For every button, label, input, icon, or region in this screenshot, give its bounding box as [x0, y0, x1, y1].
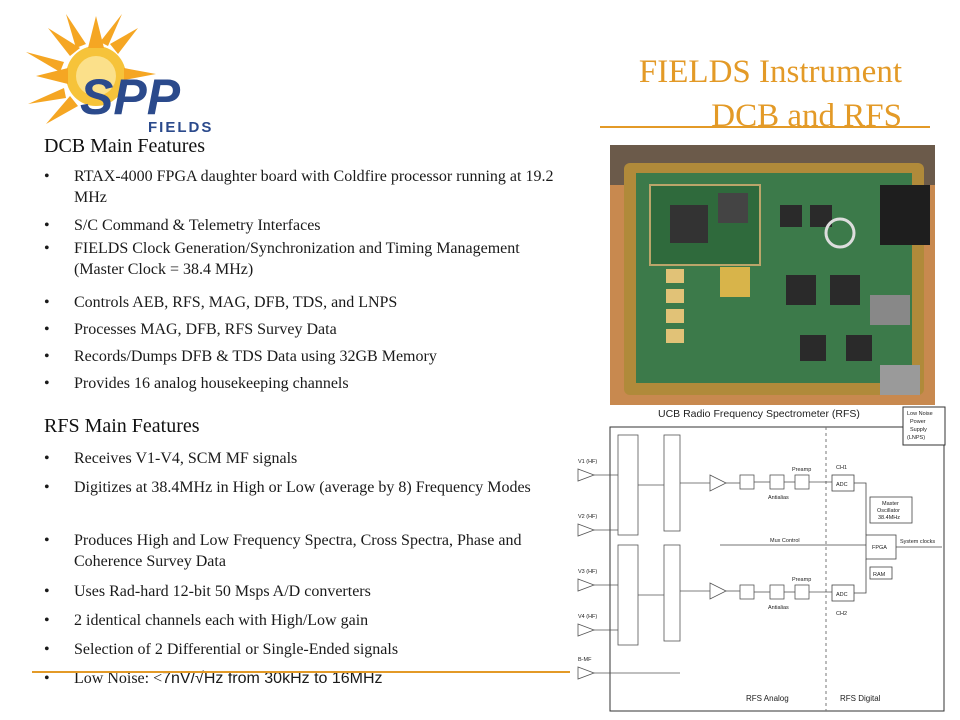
- lnps-line-3: Supply: [910, 427, 927, 433]
- title-divider: [600, 126, 930, 128]
- diagram-title: UCB Radio Frequency Spectrometer (RFS): [658, 408, 860, 420]
- low-noise-value: 7nV/√Hz from 30kHz to 16MHz: [162, 670, 383, 687]
- dcb-heading: DCB Main Features: [44, 135, 206, 157]
- fpga-label: FPGA: [872, 545, 887, 551]
- logo-main-text: SPP: [80, 69, 181, 125]
- list-item: •Receives V1-V4, SCM MF signals: [44, 450, 298, 467]
- input-bmf: B-MF: [578, 657, 592, 663]
- mux-control-label: Mux Control: [770, 538, 800, 544]
- rfs-block-diagram: UCB Radio Frequency Spectrometer (RFS) L…: [570, 405, 950, 715]
- input-v1: V1 (HF): [578, 459, 597, 465]
- system-clocks-label: System clocks: [900, 539, 935, 545]
- bottom-divider: [32, 671, 580, 673]
- adc-ch1-label: ADC: [836, 482, 848, 488]
- title-line-1: FIELDS Instrument: [638, 54, 902, 90]
- list-item: •Processes MAG, DFB, RFS Survey Data: [44, 321, 337, 338]
- list-item: •Controls AEB, RFS, MAG, DFB, TDS, and L…: [44, 294, 398, 311]
- dcb-board-photo: [610, 145, 935, 405]
- title-line-2: DCB and RFS: [711, 98, 902, 134]
- ram-box: [869, 566, 893, 580]
- preamp-label-2: Preamp: [792, 577, 811, 583]
- list-item: •Records/Dumps DFB & TDS Data using 32GB…: [44, 348, 437, 365]
- ch1-label: CH1: [836, 465, 847, 471]
- list-item: •FIELDS Clock Generation/Synchronization…: [44, 240, 520, 278]
- rfs-heading: RFS Main Features: [44, 415, 200, 437]
- master-oscillator: [869, 496, 913, 524]
- list-item: •Low Noise: <7nV/√Hz from 30kHz to 16MHz: [44, 670, 383, 687]
- lnps-line-1: Low Noise: [907, 411, 933, 417]
- list-item: •2 identical channels each with High/Low…: [44, 612, 369, 629]
- list-item: •Produces High and Low Frequency Spectra…: [44, 532, 522, 570]
- rfs-analog-label: RFS Analog: [746, 694, 789, 703]
- svg-text:Low Noise Power Supply: Low Noise Power Supply (LNPS): [907, 411, 934, 441]
- rfs-digital-label: RFS Digital: [840, 694, 881, 703]
- antialias-label-1: Antialias: [768, 495, 789, 501]
- list-item: •Digitizes at 38.4MHz in High or Low (av…: [44, 479, 531, 496]
- input-v3: V3 (HF): [578, 569, 597, 575]
- preamp-label-1: Preamp: [792, 467, 811, 473]
- adc-ch2-label: ADC: [836, 592, 848, 598]
- list-item: •S/C Command & Telemetry Interfaces: [44, 217, 321, 234]
- ram-label: RAM: [873, 572, 886, 578]
- logo-sub-text: FIELDS: [148, 119, 213, 136]
- fpga-box: [865, 534, 897, 560]
- low-noise-prefix: Low Noise: <: [74, 670, 163, 687]
- antialias-label-2: Antialias: [768, 605, 789, 611]
- list-item: •Selection of 2 Differential or Single-E…: [44, 641, 399, 658]
- lnps-line-2: Power: [910, 419, 926, 425]
- input-v4: V4 (HF): [578, 614, 597, 620]
- lnps-box: [902, 406, 946, 446]
- list-item: •Provides 16 analog housekeeping channel…: [44, 375, 349, 392]
- list-item: •RTAX-4000 FPGA daughter board with Cold…: [44, 168, 554, 206]
- master-osc-line-3: 38.4MHz: [878, 515, 900, 521]
- slide-title: FIELDS Instrument DCB and RFS: [639, 50, 902, 138]
- input-v2: V2 (HF): [578, 514, 597, 520]
- sun-icon: [26, 14, 156, 124]
- spp-fields-logo: SPP FIELDS: [26, 14, 213, 136]
- lnps-line-4: (LNPS): [907, 435, 925, 441]
- master-osc-line-1: Master: [882, 501, 899, 507]
- list-item: •Uses Rad-hard 12-bit 50 Msps A/D conver…: [44, 583, 371, 600]
- master-osc-line-2: Oscillator: [877, 508, 900, 514]
- ch2-label: CH2: [836, 611, 847, 617]
